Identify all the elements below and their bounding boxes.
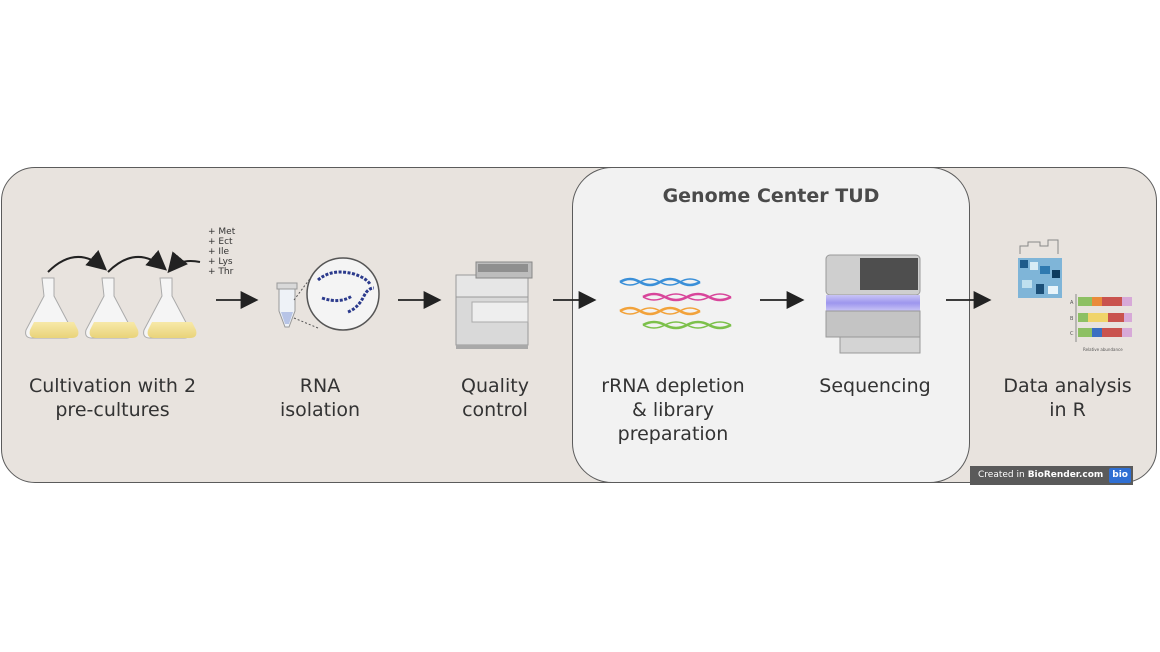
flask-icon (143, 277, 197, 339)
step-label-rna-isolation: RNA isolation (279, 375, 361, 421)
group-title: Genome Center TUD (662, 185, 880, 207)
bioanalyzer-icon (455, 261, 533, 349)
bar-row-label: B (1070, 316, 1074, 322)
step-label-quality-control: Quality control (461, 375, 529, 421)
bar-row-label: C (1070, 331, 1074, 337)
badge-brand: BioRender.com (1027, 470, 1104, 480)
badge-prefix: Created in (978, 470, 1025, 480)
sequencer-icon (825, 254, 921, 354)
flask-icon (85, 277, 139, 339)
flask-icon (25, 277, 79, 339)
transfer-arrow (47, 249, 108, 273)
supplement-list: + Met + Ect + Ile + Lys + Thr (208, 227, 236, 277)
rna-zoom-icon (306, 257, 380, 331)
step-label-cultivation: Cultivation with 2 pre-cultures (28, 375, 197, 421)
step-label-data-analysis: Data analysis in R (1003, 375, 1132, 421)
heatmap-axis-label: Relative abundance (1083, 347, 1123, 352)
biorender-logo-icon: bio (1109, 468, 1131, 483)
supplement-arrow (167, 251, 201, 274)
dna-strands-icon (619, 277, 732, 330)
heatmap-icon (1018, 239, 1062, 298)
stacked-bars-icon (1075, 294, 1132, 342)
step-label-sequencing: Sequencing (819, 375, 931, 397)
transfer-arrow (107, 249, 168, 273)
bar-row-label: A (1070, 300, 1074, 306)
step-label-rrna-depletion: rRNA depletion & library preparation (601, 375, 745, 445)
microtube-icon (276, 282, 298, 328)
